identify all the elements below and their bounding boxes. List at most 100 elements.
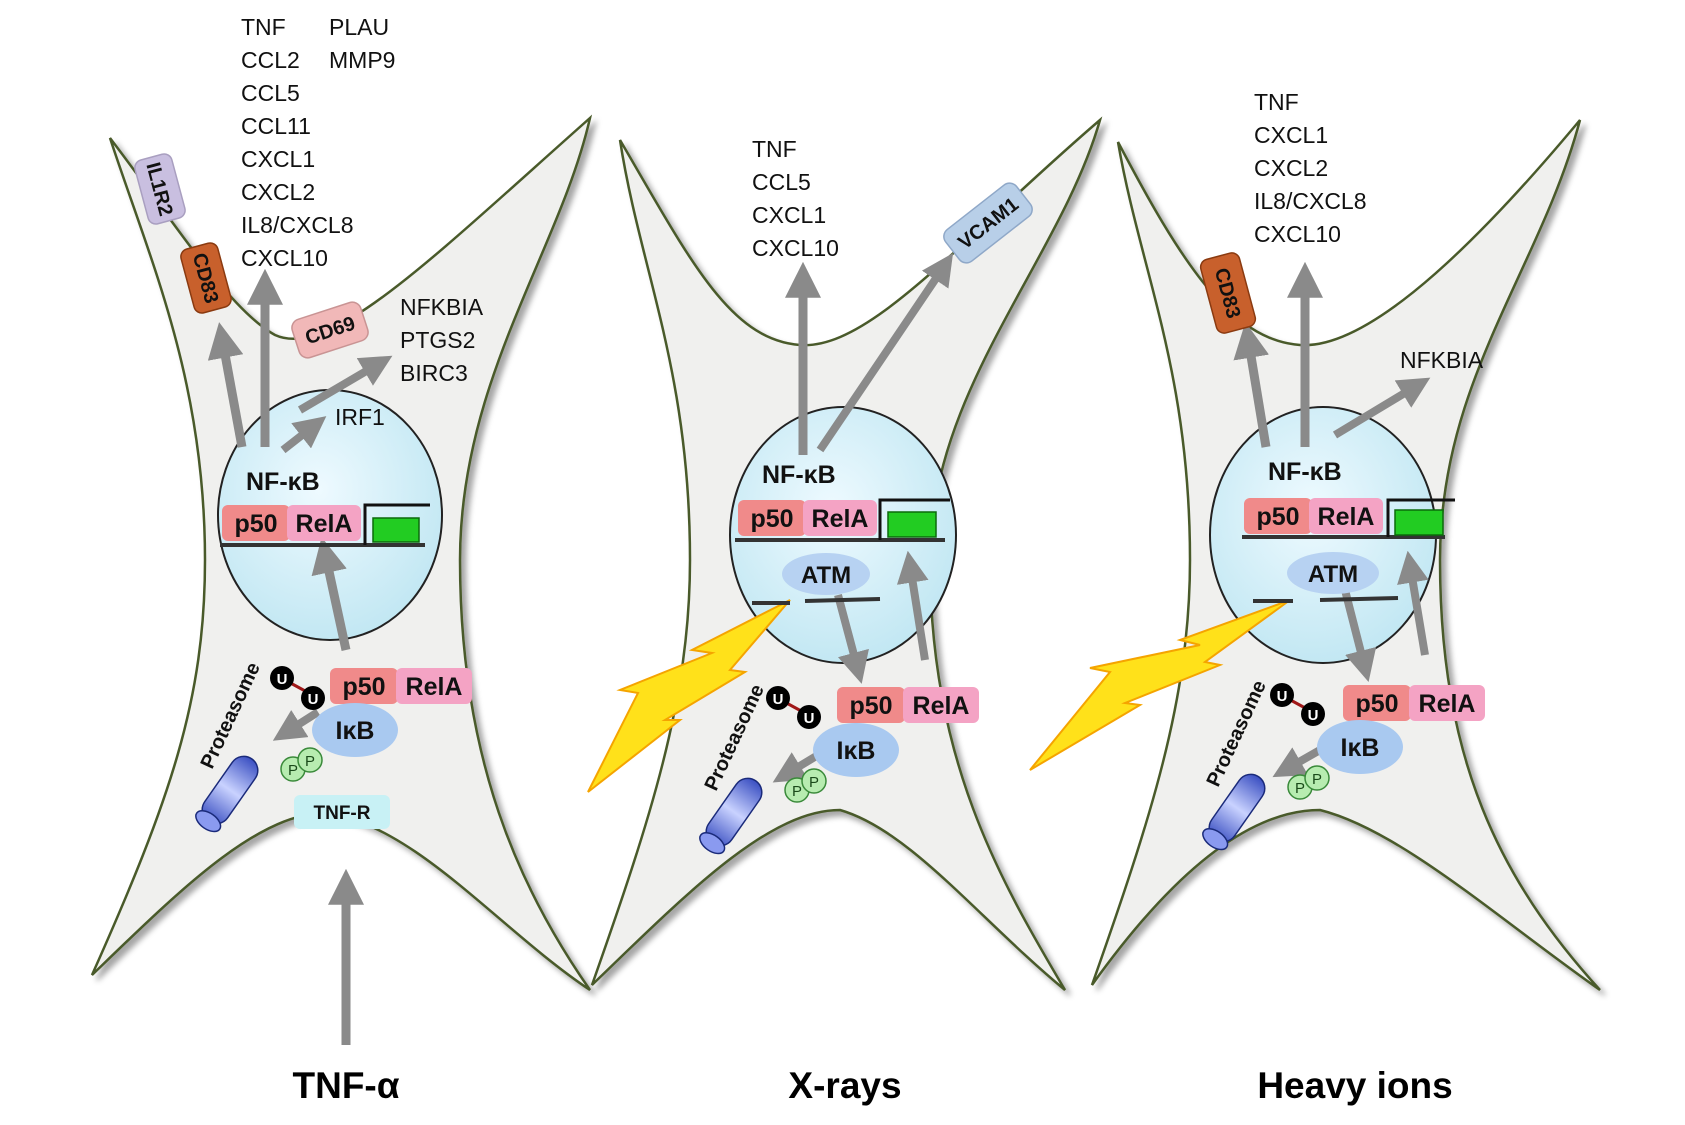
promoter-arrow [1386,498,1455,537]
arrow-to-cd83 [1233,322,1271,448]
gene-list-side: NFKBIA [1400,347,1484,373]
cd83-marker: CD83 [1199,252,1257,334]
arrow-to-cd83 [207,322,247,448]
rela-block [803,500,877,536]
phospho-2 [801,768,827,794]
arrow-to-proteasome [1272,746,1322,778]
cyto-p50 [1343,685,1411,721]
proteasome [699,777,763,855]
arrow-nfkbia [1332,377,1431,439]
cyto-rela [903,687,979,723]
svg-text:CXCL1: CXCL1 [752,202,826,228]
lightning-bolt [1029,599,1291,771]
svg-text:P: P [792,783,802,800]
svg-text:IL8/CXCL8: IL8/CXCL8 [241,212,354,238]
svg-text:CXCL2: CXCL2 [241,179,315,205]
svg-text:CXCL10: CXCL10 [1254,221,1341,247]
arrow-to-nucleus [1397,550,1429,656]
svg-text:CXCL10: CXCL10 [241,245,328,271]
atm-ellipse [782,553,870,595]
svg-text:MMP9: MMP9 [329,47,395,73]
svg-text:CXCL1: CXCL1 [1254,122,1328,148]
proteasome [195,755,259,833]
p50-block [222,505,290,541]
phospho-2 [1304,765,1330,791]
gene-list-col2: PLAU MMP9 [329,14,395,73]
ubiquitin-1 [1270,683,1294,707]
svg-text:P: P [1295,780,1305,797]
p50-block [738,500,806,536]
svg-text:TNF: TNF [1254,89,1299,115]
ikb-ellipse [312,703,398,757]
svg-text:U: U [308,691,319,708]
panel-tnf: IL1R2 CD83 CD69 TNF CCL2 CCL5 CCL11 CXCL… [90,14,593,1106]
nfkb-label: NF-κB [1268,458,1342,486]
ubiquitin-2 [1301,702,1325,726]
svg-text:CCL5: CCL5 [752,169,811,195]
svg-text:RelA: RelA [1318,503,1375,531]
gene-list-col1: TNF CCL2 CCL5 CCL11 CXCL1 CXCL2 IL8/CXCL… [241,14,354,271]
svg-text:CXCL1: CXCL1 [241,146,315,172]
svg-text:U: U [1277,688,1288,705]
nfkb-label: NF-κB [246,468,320,496]
target-gene-box [372,517,420,543]
rela-block [1309,498,1383,534]
cyto-rela [1409,685,1485,721]
dna-break-right [1319,596,1399,602]
svg-text:U: U [804,710,815,727]
il1r2-marker: IL1R2 [134,153,186,225]
cyto-p50 [837,687,905,723]
svg-text:p50: p50 [1256,503,1299,531]
caption-tnf: TNF-α [293,1065,400,1106]
svg-text:IL8/CXCL8: IL8/CXCL8 [1254,188,1367,214]
svg-text:RelA: RelA [406,673,463,701]
arrow-nfkbia [297,355,393,414]
svg-text:RelA: RelA [913,692,970,720]
panel-heavy-ions: CD83 TNF CXCL1 CXCL2 IL8/CXCL8 CXCL10 NF… [1029,89,1601,1106]
arrow-to-proteasome [772,751,821,783]
tnfr-receptor [294,795,390,829]
ubiquitin-1 [766,686,790,710]
caption-heavy-ions: Heavy ions [1257,1065,1452,1106]
arrow-irf1 [280,416,327,454]
cyto-rela [396,668,472,704]
svg-text:RelA: RelA [812,505,869,533]
svg-text:p50: p50 [849,692,892,720]
svg-text:P: P [288,762,298,779]
irf1-label: IRF1 [335,404,385,430]
ikb-ellipse [813,723,899,777]
target-gene-box [887,511,937,538]
svg-text:ATM: ATM [1308,561,1358,588]
arrow-to-nucleus [896,550,929,661]
arrow-atm-down [834,593,869,684]
panel-xrays: VCAM1 TNF CCL5 CXCL1 CXCL10 NF-κB p50 Re… [587,116,1103,1106]
svg-text:p50: p50 [342,673,385,701]
svg-text:P: P [809,774,819,791]
svg-text:TNF: TNF [241,14,286,40]
svg-text:P: P [305,753,315,770]
rela-block [287,505,361,541]
svg-text:IκB: IκB [336,717,375,745]
svg-text:U: U [773,691,784,708]
phospho-2 [297,747,323,773]
svg-text:CXCL10: CXCL10 [752,235,839,261]
svg-text:IκB: IκB [837,737,876,765]
gene-list-top: TNF CCL5 CXCL1 CXCL10 [752,136,839,261]
svg-text:CCL2: CCL2 [241,47,300,73]
cyto-p50 [330,668,398,704]
svg-text:TNF: TNF [752,136,797,162]
svg-text:BIRC3: BIRC3 [400,360,468,386]
dna-break-right [804,597,881,603]
svg-text:RelA: RelA [296,510,353,538]
svg-text:p50: p50 [1355,690,1398,718]
nfkb-label: NF-κB [762,461,836,489]
svg-text:U: U [1308,707,1319,724]
lightning-bolt [587,599,791,793]
svg-text:p50: p50 [750,505,793,533]
ubiquitin-2 [797,705,821,729]
promoter-arrow [363,503,430,545]
svg-text:ATM: ATM [801,562,851,589]
promoter-arrow [878,498,950,540]
svg-text:PTGS2: PTGS2 [400,327,475,353]
